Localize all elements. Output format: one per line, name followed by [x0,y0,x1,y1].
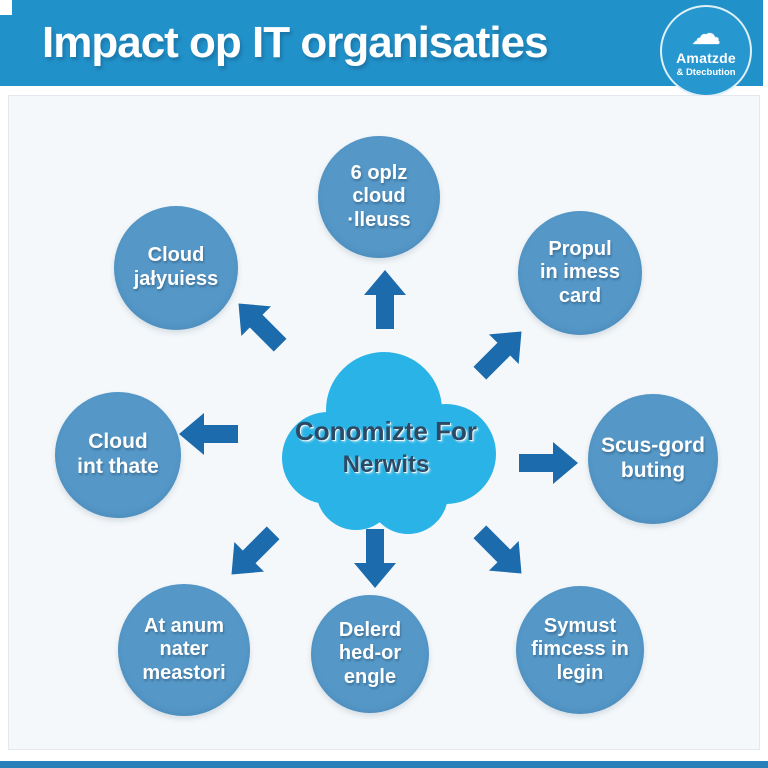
arrow-down-left-icon [215,517,289,591]
node-right-label: Scus-gord buting [601,434,705,482]
bottom-accent-bar [0,761,768,768]
node-top-left: Cloud jałyuiess [114,206,238,330]
node-bottom-right-label: Symust fimcess in legin [531,614,629,684]
arrow-up-icon [363,269,407,329]
center-cloud-line1: Conomizte For [295,416,477,446]
node-bottom-left: At anum nater meastori [118,584,250,716]
center-cloud-line2: Nerwits [342,451,430,478]
arrow-up-left-icon [222,287,296,361]
node-top-left-label: Cloud jałyuiess [133,244,219,290]
arrow-up-right-icon [464,315,538,389]
node-right: Scus-gord buting [588,394,718,524]
brand-logo: ☁ Amatzde & Dtecbution [660,5,752,97]
node-top-right-label: Propul in imess card [539,237,621,307]
cloud-shape-icon [282,352,496,534]
brand-name: Amatzde [676,50,736,66]
brand-tagline: & Dtecbution [676,67,736,78]
node-bottom-label: Delerd hed-or engle [338,618,402,688]
page-title: Impact op IT organisaties [42,18,549,67]
node-left-label: Cloud int thate [77,430,159,478]
center-cloud: Conomizte For Nerwits [268,338,504,534]
arrow-down-right-icon [464,516,538,590]
node-left: Cloud int thate [55,392,181,518]
node-top-right: Propul in imess card [518,211,642,335]
corner-notch [0,0,12,15]
center-cloud-label: Conomizte For Nerwits [268,416,504,479]
arrow-left-icon [178,412,238,456]
cloud-icon: ☁ [691,18,721,51]
arrow-down-icon [353,529,397,589]
node-top-label: 6 oplz cloud ·lleuss [347,161,411,231]
node-bottom-right: Symust fimcess in legin [516,586,644,714]
header-bar: Impact op IT organisaties ☁ Amatzde & Dt… [0,0,763,97]
arrow-right-icon [519,441,579,485]
node-bottom-left-label: At anum nater meastori [142,614,226,684]
node-bottom: Delerd hed-or engle [311,595,429,713]
node-top: 6 oplz cloud ·lleuss [318,136,440,258]
